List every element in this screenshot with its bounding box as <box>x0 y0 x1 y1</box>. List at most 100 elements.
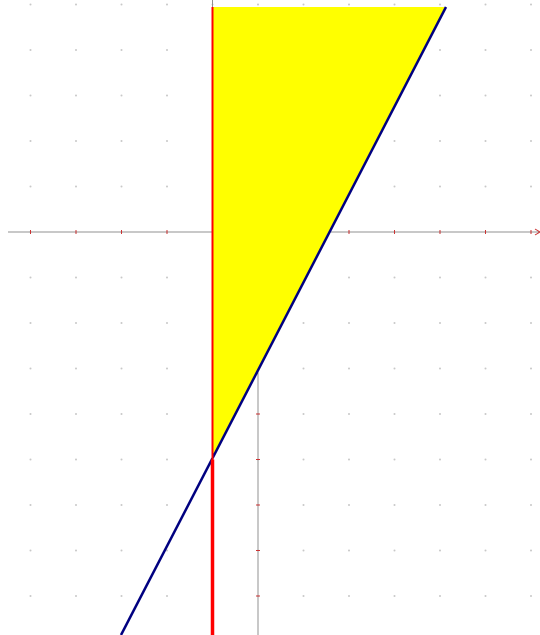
grid-dot <box>29 94 32 97</box>
grid-dot <box>166 595 168 597</box>
grid-dot <box>166 140 168 142</box>
grid-dot <box>530 549 532 552</box>
grid-dot <box>257 3 259 6</box>
grid-dot <box>75 140 77 142</box>
grid-dot <box>29 49 32 51</box>
grid-dot <box>29 3 32 6</box>
grid-dot <box>29 322 32 324</box>
grid-dot <box>439 413 441 415</box>
grid-dot <box>393 185 396 188</box>
grid-dot <box>439 3 441 6</box>
grid-dot <box>393 458 396 461</box>
grid-dot <box>484 367 487 370</box>
grid-dot <box>75 504 77 506</box>
grid-dot <box>75 94 77 97</box>
grid-dot <box>166 3 168 6</box>
grid-dot <box>29 413 32 415</box>
grid-dot <box>393 504 396 506</box>
grid-dot <box>302 413 305 415</box>
grid-dot <box>75 549 77 552</box>
grid-dot <box>484 413 487 415</box>
grid-dot <box>530 595 532 597</box>
grid-dot <box>484 504 487 506</box>
grid-dot <box>166 458 168 461</box>
grid-dot <box>120 367 123 370</box>
grid-dot <box>439 276 441 279</box>
grid-dot <box>166 185 168 188</box>
grid-dot <box>484 49 487 51</box>
grid-dot <box>166 276 168 279</box>
grid-dot <box>439 458 441 461</box>
grid-dot <box>439 367 441 370</box>
grid-dot <box>348 549 350 552</box>
grid-dot <box>484 549 487 552</box>
grid-dot <box>348 367 350 370</box>
grid-dot <box>75 595 77 597</box>
grid-dot <box>393 413 396 415</box>
grid-dot <box>120 185 123 188</box>
grid-dot <box>439 504 441 506</box>
grid-dot <box>166 504 168 506</box>
grid-dot <box>484 595 487 597</box>
grid-dot <box>393 322 396 324</box>
grid-dot <box>75 458 77 461</box>
grid-dot <box>120 458 123 461</box>
grid-dot <box>29 595 32 597</box>
grid-dot <box>530 504 532 506</box>
grid-dot <box>484 322 487 324</box>
grid-dot <box>439 140 441 142</box>
grid-dot <box>530 49 532 51</box>
grid-dot <box>302 322 305 324</box>
grid-dot <box>166 367 168 370</box>
grid-dot <box>530 367 532 370</box>
grid-dot <box>439 94 441 97</box>
grid-dot <box>393 276 396 279</box>
grid-dot <box>166 549 168 552</box>
grid-dot <box>484 140 487 142</box>
grid-dot <box>302 595 305 597</box>
grid-dot <box>29 458 32 461</box>
grid-dot <box>29 549 32 552</box>
grid-dot <box>120 3 123 6</box>
grid-dot <box>29 276 32 279</box>
grid-dot <box>530 458 532 461</box>
grid-dot <box>302 3 305 6</box>
grid-dot <box>120 549 123 552</box>
grid-dot <box>166 413 168 415</box>
grid-dot <box>75 3 77 6</box>
grid-dot <box>484 276 487 279</box>
grid-dot <box>484 94 487 97</box>
grid-dot <box>75 185 77 188</box>
grid-dot <box>484 185 487 188</box>
guide-ticks <box>256 413 260 597</box>
grid-dot <box>530 185 532 188</box>
grid-dot <box>530 413 532 415</box>
grid-dot <box>439 595 441 597</box>
grid-dot <box>120 504 123 506</box>
grid-dot <box>120 595 123 597</box>
grid-dot <box>302 367 305 370</box>
grid-dot <box>393 549 396 552</box>
grid-dot <box>439 549 441 552</box>
grid-dot <box>75 413 77 415</box>
grid-dot <box>348 458 350 461</box>
x-axis-arrow <box>534 228 540 233</box>
grid-dot <box>75 322 77 324</box>
grid-dot <box>120 276 123 279</box>
grid-dot <box>120 49 123 51</box>
grid-dot <box>348 413 350 415</box>
grid-dot <box>166 94 168 97</box>
grid-dot <box>348 322 350 324</box>
grid-dot <box>348 595 350 597</box>
grid-dot <box>29 140 32 142</box>
grid-dot <box>484 458 487 461</box>
grid-dot <box>302 504 305 506</box>
grid-dot <box>393 595 396 597</box>
grid-dot <box>120 413 123 415</box>
grid-dot <box>120 94 123 97</box>
grid-dot <box>120 140 123 142</box>
x-axis-arrow <box>534 231 540 236</box>
grid-dot <box>302 549 305 552</box>
grid-dot <box>439 322 441 324</box>
